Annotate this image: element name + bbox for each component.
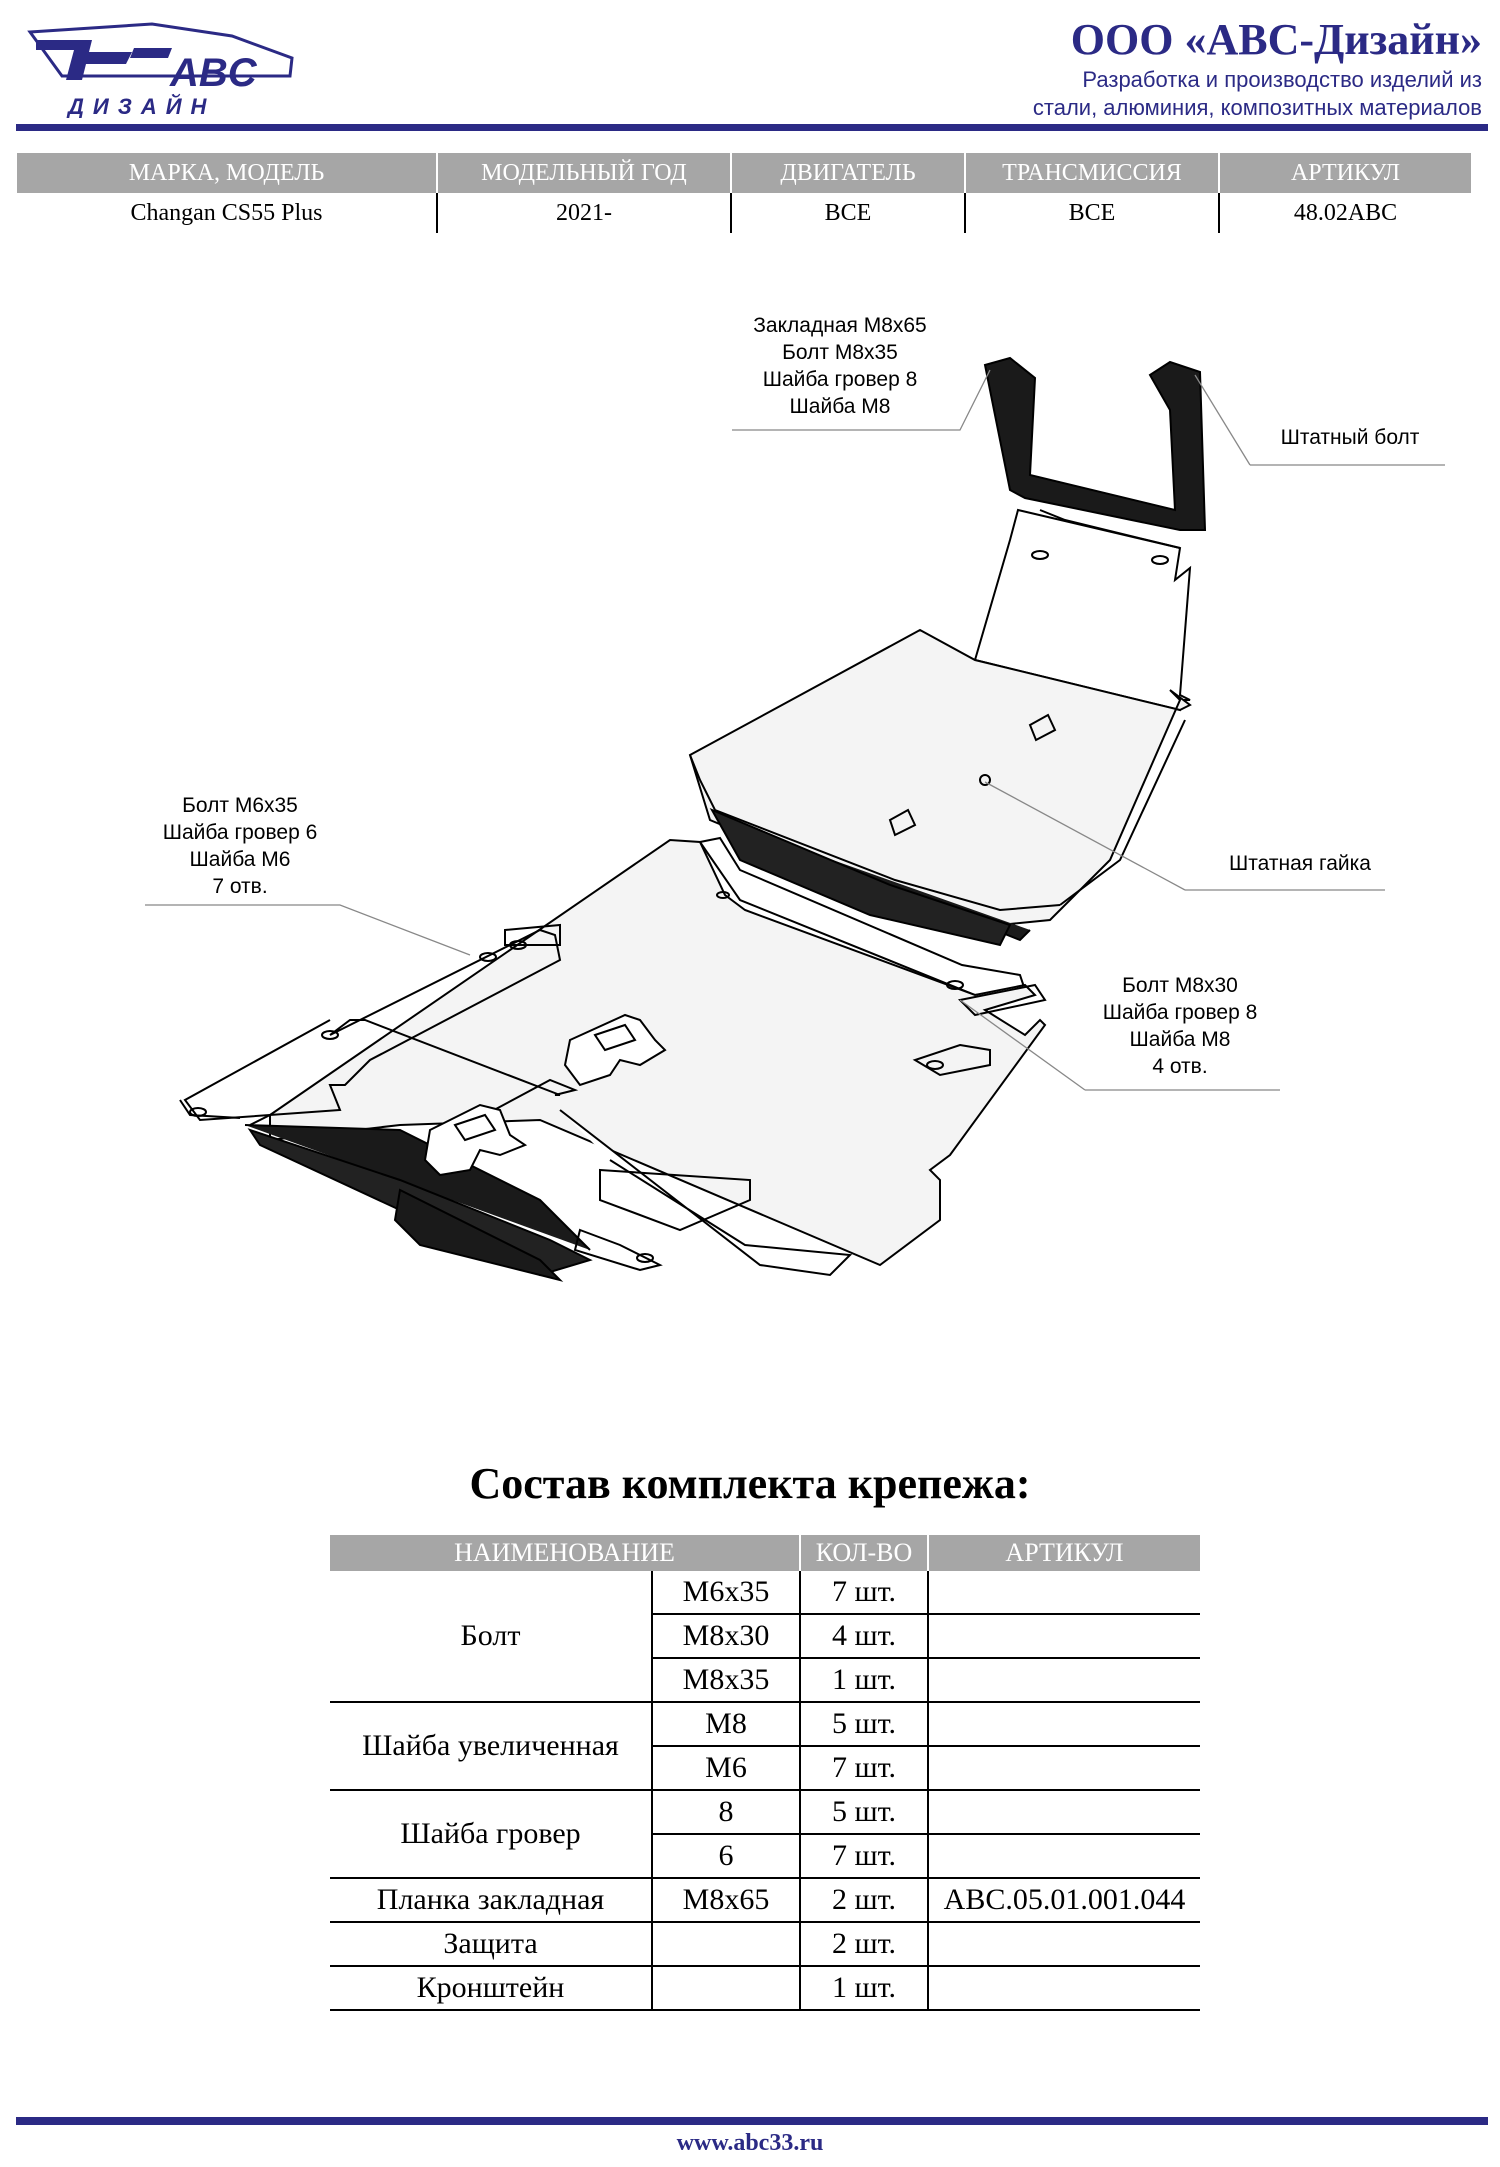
kit-header-qty: КОЛ-ВО [800,1535,929,1571]
table-row: Кронштейн 1 шт. [330,1966,1200,2011]
kit-item-name: Защита [330,1922,653,1967]
callout-left: Болт М6х35 Шайба гровер 6 Шайба М6 7 отв… [162,794,318,898]
kit-item-article [928,1790,1200,1835]
company-info: ООО «АВС-Дизайн» Разработка и производст… [782,14,1482,122]
company-desc-line1: Разработка и производство изделий из [1082,67,1482,92]
table-row: Планка закладная М8х65 2 шт. ABC.05.01.0… [330,1878,1200,1923]
company-logo: ABC ДИЗАЙН [22,18,302,119]
kit-item-article [928,1614,1200,1659]
assembly-drawing-svg [145,356,1445,1282]
kit-table: НАИМЕНОВАНИЕ КОЛ-ВО АРТИКУЛ Болт М6х35 7… [330,1535,1200,2011]
spec-header-transmission: ТРАНСМИССИЯ [965,153,1220,193]
kit-item-article [928,1702,1200,1747]
kit-item-article [928,1746,1200,1791]
table-row: М8х35 1 шт. [330,1658,1200,1703]
spec-header-year: МОДЕЛЬНЫЙ ГОД [437,153,732,193]
company-name: ООО «АВС-Дизайн» [1070,15,1482,64]
kit-item-article [928,1571,1200,1615]
spec-transmission: ВСЕ [965,193,1220,233]
kit-item-size: М6 [652,1746,801,1791]
kit-item-qty: 1 шт. [800,1966,929,2011]
kit-item-size: М8 [652,1702,801,1747]
kit-item-name: Шайба гровер [330,1790,653,1879]
kit-item-qty: 7 шт. [800,1571,929,1615]
spec-header-engine: ДВИГАТЕЛЬ [731,153,966,193]
company-desc-line2: стали, алюминия, композитных материалов [1032,95,1482,120]
kit-item-size: М8х35 [652,1658,801,1703]
table-row: М8х30 4 шт. [330,1614,1200,1659]
table-row: Шайба увеличенная М8 5 шт. [330,1702,1200,1791]
kit-item-name: Болт [330,1571,653,1703]
table-row: Шайба гровер 8 5 шт. [330,1790,1200,1879]
spec-table: МАРКА, МОДЕЛЬ МОДЕЛЬНЫЙ ГОД ДВИГАТЕЛЬ ТР… [17,153,1471,233]
logo-text: ABC [169,51,258,95]
kit-title: Состав комплекта крепежа: [469,1459,1031,1508]
spec-value-row: Changan CS55 Plus 2021- ВСЕ ВСЕ 48.02ABC [17,193,1471,233]
kit-header-name: НАИМЕНОВАНИЕ [330,1535,801,1571]
kit-item-name: Планка закладная [330,1878,653,1923]
kit-item-qty: 1 шт. [800,1658,929,1703]
spec-header-article: АРТИКУЛ [1219,153,1471,193]
table-row: 6 7 шт. [330,1834,1200,1879]
kit-item-article [928,1922,1200,1967]
footer-url[interactable]: www.abc33.ru [676,2130,824,2156]
spec-model: Changan CS55 Plus [17,193,438,233]
spec-article: 48.02ABC [1293,199,1398,226]
kit-item-name: Шайба увеличенная [330,1702,653,1791]
kit-item-article [928,1658,1200,1703]
kit-item-name: Кронштейн [330,1966,653,2011]
spec-year: 2021- [437,193,732,233]
kit-item-size: М8х65 [652,1878,801,1923]
kit-item-article [928,1834,1200,1879]
callout-top-left: Закладная М8х65 Болт М8х35 Шайба гровер … [753,314,927,418]
kit-item-size: М6х35 [652,1571,801,1615]
kit-item-size [652,1966,801,2011]
kit-item-qty: 5 шт. [800,1702,929,1747]
kit-item-qty: 2 шт. [800,1878,929,1923]
kit-item-qty: 4 шт. [800,1614,929,1659]
kit-item-qty: 7 шт. [800,1746,929,1791]
logo-subtext: ДИЗАЙН [66,93,215,118]
kit-item-qty: 5 шт. [800,1790,929,1835]
table-row: Защита 2 шт. [330,1922,1200,1967]
assembly-drawing: Закладная М8х65 Болт М8х35 Шайба гровер … [0,290,1500,1300]
spec-header-model: МАРКА, МОДЕЛЬ [17,153,438,193]
kit-item-qty: 2 шт. [800,1922,929,1967]
callout-right: Болт М8х30 Шайба гровер 8 Шайба М8 4 отв… [1102,974,1258,1078]
kit-item-size: 6 [652,1834,801,1879]
spec-header-row: МАРКА, МОДЕЛЬ МОДЕЛЬНЫЙ ГОД ДВИГАТЕЛЬ ТР… [17,153,1471,193]
spec-engine: ВСЕ [731,193,966,233]
kit-item-qty: 7 шт. [800,1834,929,1879]
kit-item-article [928,1966,1200,2011]
kit-item-article: ABC.05.01.001.044 [928,1878,1200,1923]
kit-item-size: М8х30 [652,1614,801,1659]
header-rule [16,124,1488,131]
callout-nut: Штатная гайка [1229,852,1371,875]
kit-header-row: НАИМЕНОВАНИЕ КОЛ-ВО АРТИКУЛ [330,1535,1200,1571]
table-row: М6 7 шт. [330,1746,1200,1791]
kit-item-size: 8 [652,1790,801,1835]
kit-item-size [652,1922,801,1967]
table-row: Болт М6х35 7 шт. [330,1571,1200,1703]
callout-top-right: Штатный болт [1280,426,1420,449]
kit-header-article: АРТИКУЛ [928,1535,1200,1571]
footer-rule [16,2117,1488,2125]
